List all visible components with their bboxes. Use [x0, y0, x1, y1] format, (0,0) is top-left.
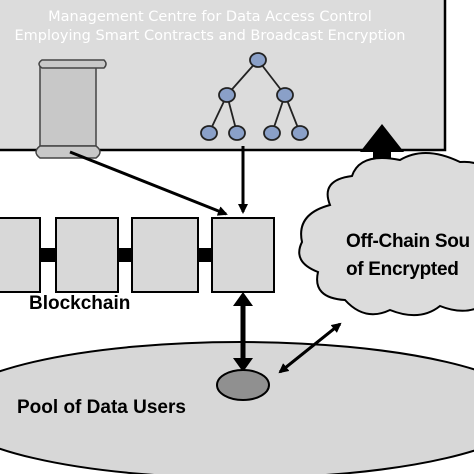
scroll-icon	[35, 59, 107, 159]
block-3	[131, 217, 199, 293]
blockchain-blocks	[0, 217, 275, 293]
management-centre-title-line1: Management Centre for Data Access Contro…	[48, 9, 372, 25]
off-chain-cloud	[298, 151, 474, 317]
user-offchain-double-arrow	[278, 322, 342, 374]
off-chain-label-line2: of Encrypted	[346, 259, 459, 280]
off-chain-label: Off-Chain Sou of Encrypted	[346, 228, 470, 284]
chain-link	[118, 248, 132, 262]
block-1	[0, 217, 41, 293]
management-centre-title-line2: Employing Smart Contracts and Broadcast …	[14, 28, 406, 44]
management-centre-title: Management Centre for Data Access Contro…	[0, 8, 420, 46]
user-node	[216, 369, 270, 401]
contract-to-block-arrow	[69, 150, 228, 216]
off-chain-label-line1: Off-Chain Sou	[346, 231, 470, 252]
pool-label: Pool of Data Users	[17, 397, 186, 418]
data-users-pool	[0, 341, 474, 474]
block-4	[211, 217, 275, 293]
blockchain-label: Blockchain	[29, 293, 131, 314]
binary-tree-icon	[200, 52, 309, 141]
chain-link	[198, 248, 212, 262]
block-2	[55, 217, 119, 293]
chain-link	[40, 248, 56, 262]
block-user-double-arrow	[233, 292, 253, 372]
